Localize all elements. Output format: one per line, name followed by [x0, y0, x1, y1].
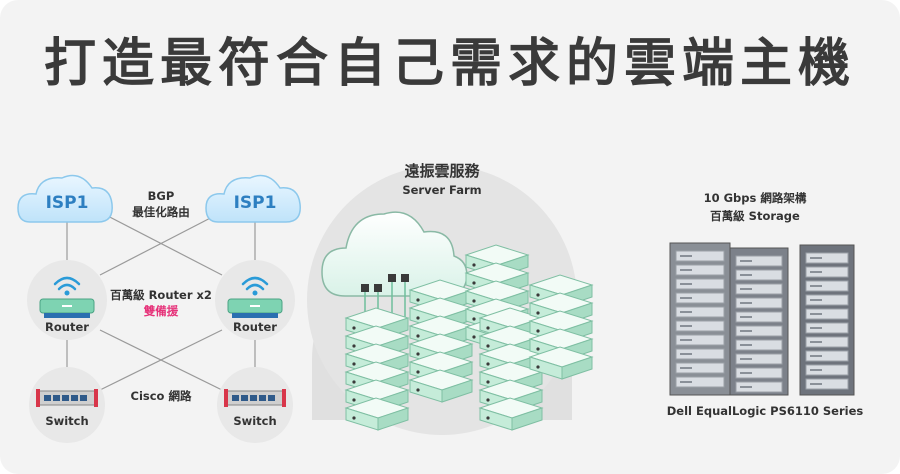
- storage-drive-bay: [675, 292, 725, 304]
- storage-drive-bay: [805, 280, 849, 292]
- storage-drive-bay: [805, 322, 849, 334]
- cloud-icon: [205, 174, 301, 223]
- storage-drive-bay: [805, 266, 849, 278]
- server-unit: [344, 397, 410, 431]
- storage-drive-bay: [805, 308, 849, 320]
- storage-drive-bay: [675, 376, 725, 388]
- cloud-icon: [17, 174, 113, 223]
- storage-drive-bay: [805, 364, 849, 376]
- storage-label: 百萬級 Storage: [710, 209, 800, 223]
- isp-right-label: ISP1: [233, 193, 277, 213]
- storage-drive-bay: [675, 264, 725, 276]
- storage-drive-bay: [675, 348, 725, 360]
- server-stack: [344, 244, 594, 431]
- isp-left-label: ISP1: [45, 193, 89, 213]
- storage-drive-bay: [735, 353, 783, 365]
- server-farm-subtitle: Server Farm: [402, 183, 482, 197]
- storage-drive-bay: [735, 325, 783, 337]
- storage-drive-bay: [675, 334, 725, 346]
- storage-drive-bay: [675, 362, 725, 374]
- storage-drive-bay: [735, 339, 783, 351]
- storage-caption: Dell EqualLogic PS6110 Series: [666, 404, 864, 418]
- storage-drive-bay: [735, 297, 783, 309]
- switch-right-label: Switch: [233, 414, 277, 428]
- redundancy-label: 雙備援: [143, 304, 179, 318]
- switch-icon: [36, 389, 286, 407]
- switch-left-label: Switch: [45, 414, 89, 428]
- page-title: 打造最符合自己需求的雲端主機: [43, 34, 856, 94]
- server-unit: [528, 346, 594, 380]
- cisco-label: Cisco 網路: [130, 389, 192, 403]
- storage-drive-bay: [805, 294, 849, 306]
- router-icon: [39, 298, 283, 318]
- router-left-label: Router: [45, 320, 89, 334]
- storage-drive-bay: [735, 283, 783, 295]
- storage-drive-bay: [735, 367, 783, 379]
- bgp-sub-label: 最佳化路由: [132, 205, 190, 219]
- storage-drive-bay: [735, 255, 783, 267]
- storage-drive-bay: [805, 350, 849, 362]
- network-links: [66, 211, 256, 391]
- router-right-label: Router: [233, 320, 277, 334]
- storage-drive-bay: [675, 320, 725, 332]
- storage-drive-bay: [675, 278, 725, 290]
- storage-drive-bay: [805, 252, 849, 264]
- server-unit: [478, 397, 544, 431]
- router-spec-label: 百萬級 Router x2: [110, 288, 212, 302]
- storage-network-label: 10 Gbps 網路架構: [703, 191, 807, 205]
- storage-drive-bay: [805, 378, 849, 390]
- storage-drive-bay: [735, 269, 783, 281]
- server-unit: [408, 369, 474, 403]
- storage-drive-bay: [805, 336, 849, 348]
- server-farm-title: 遠振雲服務: [404, 162, 480, 180]
- bgp-label: BGP: [147, 189, 175, 203]
- storage-drive-bay: [675, 250, 725, 262]
- storage-array: [669, 242, 855, 396]
- storage-drive-bay: [735, 381, 783, 393]
- storage-drive-bay: [735, 311, 783, 323]
- wifi-icon: [53, 276, 269, 291]
- storage-drive-bay: [675, 306, 725, 318]
